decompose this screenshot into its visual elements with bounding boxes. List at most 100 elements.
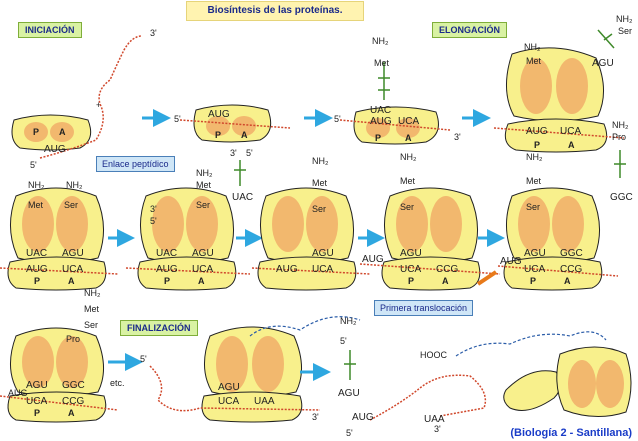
svg-text:AGU: AGU xyxy=(192,248,214,259)
svg-text:AGU: AGU xyxy=(26,380,48,391)
svg-text:AUG: AUG xyxy=(276,264,298,275)
peptide-bond-callout: Enlace peptídico xyxy=(96,156,175,172)
svg-text:NH₂: NH₂ xyxy=(616,14,633,24)
plus-sign: + xyxy=(96,100,101,110)
svg-text:NH₂: NH₂ xyxy=(340,316,357,326)
svg-text:HOOC: HOOC xyxy=(420,350,448,360)
svg-text:A: A xyxy=(568,140,575,150)
translocation-callout: Primera translocación xyxy=(374,300,474,316)
svg-text:Pro: Pro xyxy=(66,334,80,344)
svg-text:UCA: UCA xyxy=(312,264,333,275)
svg-text:5': 5' xyxy=(140,354,147,364)
svg-text:UCA: UCA xyxy=(26,396,47,407)
svg-text:GGC: GGC xyxy=(610,192,633,203)
svg-text:CCG: CCG xyxy=(436,264,458,275)
svg-text:AUG: AUG xyxy=(362,254,384,265)
svg-text:P: P xyxy=(215,130,221,140)
svg-text:5': 5' xyxy=(174,114,181,124)
svg-text:Ser: Ser xyxy=(618,26,632,36)
svg-text:A: A xyxy=(198,276,205,286)
svg-text:A: A xyxy=(442,276,449,286)
svg-text:UCA: UCA xyxy=(192,264,213,275)
svg-text:Ser: Ser xyxy=(312,204,326,214)
svg-text:Met: Met xyxy=(28,200,44,210)
five-prime-label: 5' xyxy=(30,160,37,170)
svg-text:UCA: UCA xyxy=(524,264,545,275)
svg-text:CCG: CCG xyxy=(62,396,84,407)
svg-text:UCA: UCA xyxy=(560,126,581,137)
svg-text:AUG: AUG xyxy=(370,116,392,127)
svg-text:AGU: AGU xyxy=(338,388,360,399)
svg-text:NH₂: NH₂ xyxy=(372,36,389,46)
ribosome-elongation-start: AUG UCA P A NH₂ Met NH₂ Pro xyxy=(493,42,629,153)
leaving-trna: 3' 5' UAC xyxy=(230,148,253,203)
svg-text:P: P xyxy=(534,140,540,150)
released-trna: NH₂ 5' AGU xyxy=(338,316,360,399)
ribosome-elongation-2: AUG UCA P A NH₂ Met Ser 3' 5' UAC AGU xyxy=(125,168,251,291)
svg-text:UAC: UAC xyxy=(156,248,177,259)
svg-text:P: P xyxy=(408,276,414,286)
svg-text:Met: Met xyxy=(374,58,390,68)
trna-met xyxy=(378,62,390,100)
svg-text:UCA: UCA xyxy=(400,264,421,275)
svg-text:Ser: Ser xyxy=(196,200,210,210)
ribosome-termination-1: UCA CCG P A NH₂ Met Ser Pro AGU GGC AUG xyxy=(0,288,119,423)
svg-text:P: P xyxy=(530,276,536,286)
svg-text:NH₂: NH₂ xyxy=(612,120,629,130)
incoming-ser-trna: NH₂ Ser AGU xyxy=(592,14,633,69)
ribosome-termination-2: UCA UAA AGU 5' 3' xyxy=(140,316,361,423)
svg-text:AGU: AGU xyxy=(218,382,240,393)
svg-text:GGC: GGC xyxy=(560,248,583,259)
codon-aug: AUG xyxy=(208,109,230,120)
a-site-label: A xyxy=(59,127,66,137)
ribosome-elongation-4: AUG UCA CCG P A NH₂ Met Ser AGU xyxy=(359,152,501,291)
svg-text:3': 3' xyxy=(150,204,157,214)
large-subunit-released xyxy=(556,346,632,418)
stage-initiation-label: INICIACIÓN xyxy=(18,22,82,38)
svg-text:5': 5' xyxy=(150,216,157,226)
svg-text:AUG: AUG xyxy=(8,388,28,398)
three-prime-label: 3' xyxy=(150,28,157,38)
p-site-label: P xyxy=(33,127,39,137)
svg-text:NH₂: NH₂ xyxy=(28,180,45,190)
mrna-free-codon: AUG xyxy=(44,144,66,155)
svg-text:Met: Met xyxy=(526,56,542,66)
svg-text:Ser: Ser xyxy=(64,200,78,210)
svg-text:UCA: UCA xyxy=(62,264,83,275)
svg-text:3': 3' xyxy=(230,148,237,158)
released-polypeptide: HOOC AUG UAA 5' 3' xyxy=(346,331,607,438)
svg-text:CCG: CCG xyxy=(560,264,582,275)
svg-text:5': 5' xyxy=(334,114,341,124)
svg-text:GGC: GGC xyxy=(62,380,85,391)
met-trna-binding: AUG UCA UAC NH₂ Met P A 5' 3' xyxy=(334,36,461,145)
svg-text:AUG: AUG xyxy=(526,126,548,137)
svg-text:A: A xyxy=(68,408,75,418)
svg-text:UAC: UAC xyxy=(370,105,391,116)
source-credit: (Biología 2 - Santillana) xyxy=(510,427,632,439)
svg-text:P: P xyxy=(375,133,381,143)
svg-text:A: A xyxy=(405,133,412,143)
svg-text:UAC: UAC xyxy=(232,192,253,203)
svg-text:P: P xyxy=(164,276,170,286)
initiation-complex: AUG P A 5' xyxy=(174,104,291,143)
svg-text:Ser: Ser xyxy=(400,202,414,212)
svg-text:AGU: AGU xyxy=(524,248,546,259)
svg-text:UAA: UAA xyxy=(424,414,445,425)
svg-text:A: A xyxy=(564,276,571,286)
svg-text:UAC: UAC xyxy=(26,248,47,259)
translocation-arrow xyxy=(476,270,498,286)
svg-text:NH₂: NH₂ xyxy=(196,168,213,178)
svg-text:AUG: AUG xyxy=(352,412,374,423)
svg-text:AGU: AGU xyxy=(62,248,84,259)
svg-text:AGU: AGU xyxy=(400,248,422,259)
svg-text:AUG: AUG xyxy=(26,264,48,275)
svg-text:5': 5' xyxy=(340,336,347,346)
svg-text:UAA: UAA xyxy=(254,396,275,407)
svg-text:Met: Met xyxy=(400,176,416,186)
svg-text:P: P xyxy=(34,408,40,418)
svg-text:5': 5' xyxy=(346,428,353,438)
ribosome-elongation-3: AUG UCA NH₂ Met Ser AGU xyxy=(251,156,371,291)
svg-text:Met: Met xyxy=(84,304,100,314)
